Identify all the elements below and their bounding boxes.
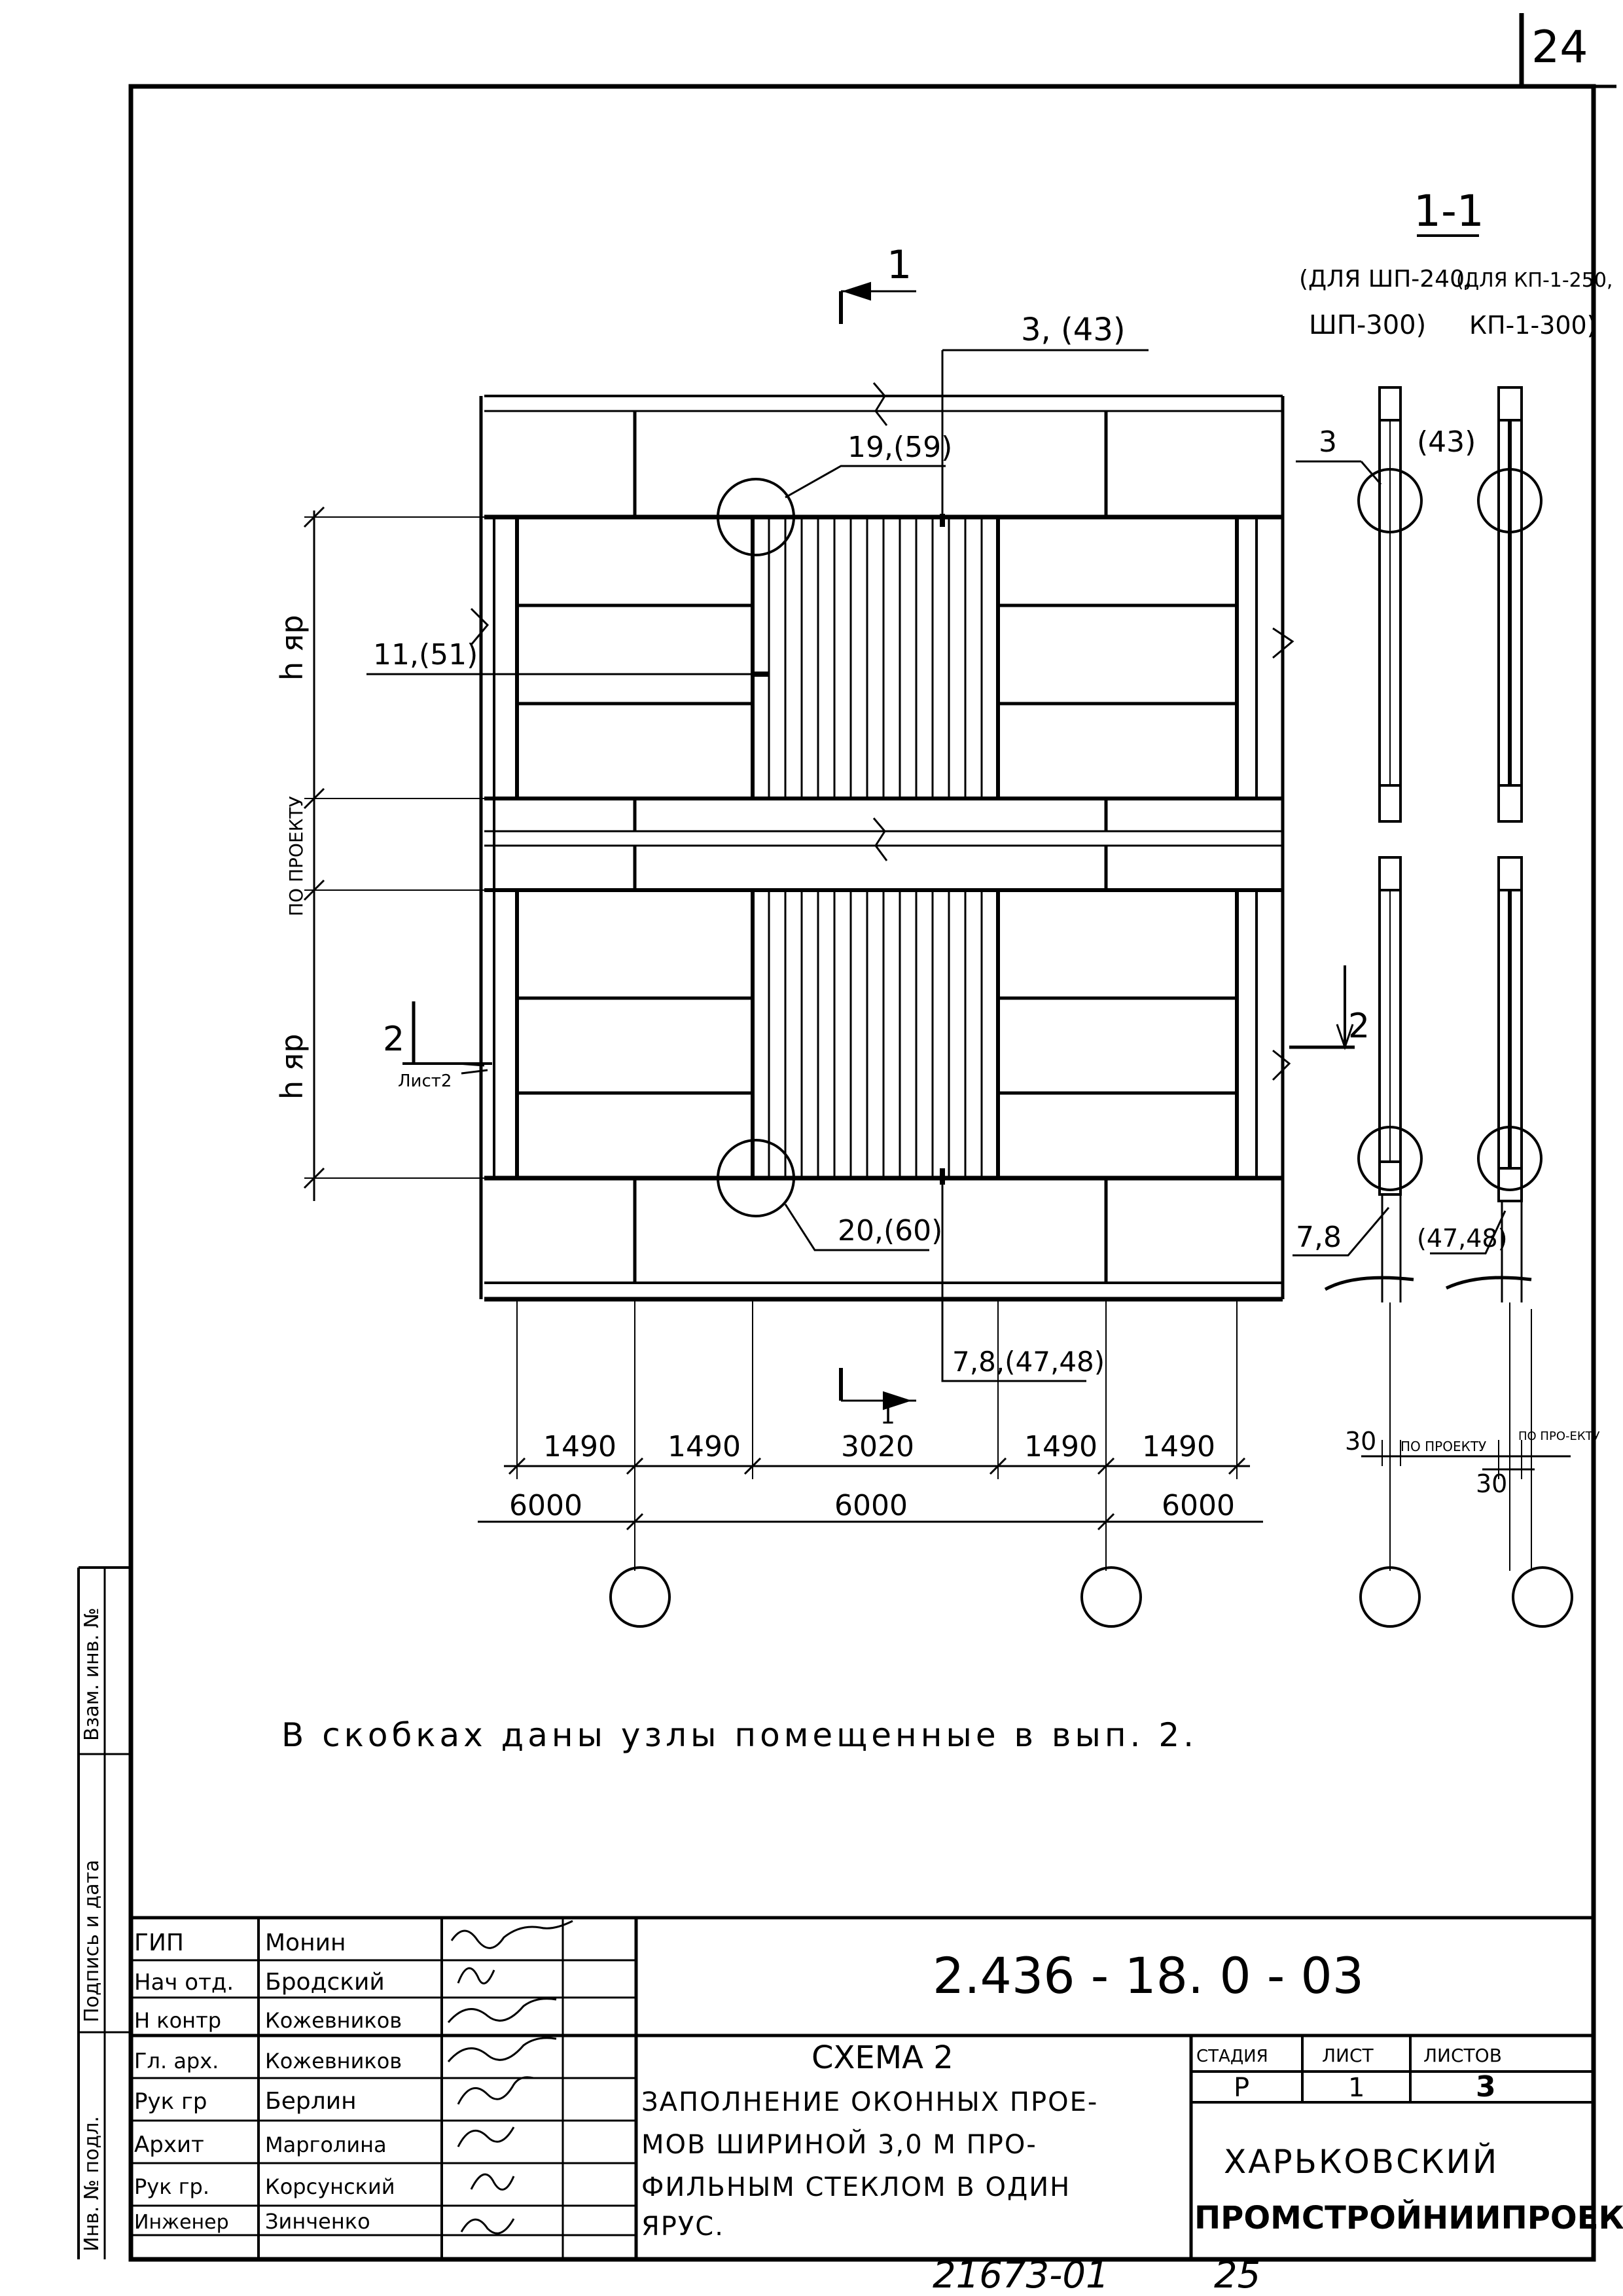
listov-value: 3 xyxy=(1476,2070,1496,2104)
section-dim-30-top: 30 xyxy=(1345,1427,1376,1456)
side-stamp-inv: Инв. № подл. xyxy=(80,2116,103,2251)
stadia-label: СТАДИЯ xyxy=(1196,2047,1268,2066)
section-mark-left: 2 xyxy=(383,1020,404,1059)
name-1: Бродский xyxy=(265,1969,385,1996)
section-dim-po-proektu-1: ПО ПРОЕКТУ xyxy=(1400,1439,1486,1454)
signatures xyxy=(447,1920,573,2234)
section-left-note-2: ШП-300) xyxy=(1309,310,1426,340)
dim-1490-b: 1490 xyxy=(668,1430,741,1463)
section-right-note: (ДЛЯ КП-1-250, xyxy=(1456,269,1613,292)
side-stamp xyxy=(77,1566,131,2259)
callout-top: 3, (43) xyxy=(1021,312,1126,348)
name-6: Корсунский xyxy=(265,2174,395,2199)
stadia-value: Р xyxy=(1234,2073,1249,2103)
dim-6000-c: 6000 xyxy=(1162,1489,1235,1522)
name-4: Берлин xyxy=(265,2088,357,2115)
callout-left: 11,(51) xyxy=(373,638,478,672)
role-5: Архит xyxy=(134,2132,204,2158)
note: В скобках даны узлы помещенные в вып. 2. xyxy=(281,1716,1198,1754)
callout-bottom: 7,8,(47,48) xyxy=(952,1346,1105,1378)
h-yar-bottom: h яр xyxy=(274,1033,310,1100)
description-line-3: ФИЛЬНЫМ СТЕКЛОМ В ОДИН xyxy=(641,2172,1071,2202)
name-5: Марголина xyxy=(265,2132,387,2157)
section-left-note: (ДЛЯ ШП-240, xyxy=(1299,266,1472,293)
role-7: Инженер xyxy=(134,2211,229,2234)
dim-1490-c: 1490 xyxy=(1024,1430,1097,1463)
section-bottom-right-callout: (47,48) xyxy=(1417,1224,1507,1253)
role-0: ГИП xyxy=(134,1929,184,1956)
section-mark-right: 2 xyxy=(1348,1007,1370,1046)
section-right-callout: (43) xyxy=(1417,425,1476,459)
side-stamp-vzam: Взам. инв. № xyxy=(80,1607,103,1741)
section-1-1 xyxy=(1293,234,1573,1628)
po-proektu: ПО ПРОЕКТУ xyxy=(285,796,307,916)
dim-3020: 3020 xyxy=(841,1430,914,1463)
description-line-1: ЗАПОЛНЕНИЕ ОКОННЫХ ПРОЕ- xyxy=(641,2087,1098,2117)
name-7: Зинченко xyxy=(265,2209,370,2234)
list-label: ЛИСТ xyxy=(1322,2045,1374,2066)
section-title: 1-1 xyxy=(1414,186,1484,236)
role-2: Н контр xyxy=(134,2008,221,2033)
document-code: 2.436 - 18. 0 - 03 xyxy=(933,1946,1364,2005)
dim-6000-b: 6000 xyxy=(834,1489,908,1522)
callout-node-top: 19,(59) xyxy=(847,431,952,464)
footer-inventory: 21673-01 xyxy=(933,2254,1109,2296)
scheme-title: СХЕМА 2 xyxy=(812,2039,954,2076)
dim-1490-a: 1490 xyxy=(543,1430,616,1463)
elevation xyxy=(303,281,1355,1628)
name-3: Кожевников xyxy=(265,2049,402,2073)
section-bottom-left-callout: 7,8 xyxy=(1296,1221,1342,1254)
role-3: Гл. арх. xyxy=(134,2049,219,2073)
section-dim-30-bottom: 30 xyxy=(1476,1469,1507,1498)
org-line-2: ПРОМСТРОЙНИИПРОЕКТ xyxy=(1194,2199,1623,2236)
name-2: Кожевников xyxy=(265,2008,402,2033)
list-value: 1 xyxy=(1348,2073,1364,2103)
sheet-frame xyxy=(128,84,1596,2262)
description-line-4: ЯРУС. xyxy=(641,2212,724,2242)
role-1: Нач отд. xyxy=(134,1969,234,1996)
h-yar-top: h яр xyxy=(274,615,310,681)
name-0: Монин xyxy=(265,1929,346,1956)
callout-node-bottom: 20,(60) xyxy=(838,1214,942,1247)
section-dim-po-proektu-2: ПО ПРО-ЕКТУ xyxy=(1518,1429,1600,1443)
cut-mark-bottom: 1 xyxy=(880,1403,895,1429)
role-6: Рук гр. xyxy=(134,2174,209,2199)
dim-6000-a: 6000 xyxy=(509,1489,582,1522)
description-line-2: МОВ ШИРИНОЙ 3,0 М ПРО- xyxy=(641,2128,1037,2160)
side-stamp-podpis: Подпись и дата xyxy=(80,1860,103,2023)
section-left-callout: 3 xyxy=(1319,425,1337,459)
org-line-1: ХАРЬКОВСКИЙ xyxy=(1224,2142,1499,2181)
footer-page: 25 xyxy=(1214,2254,1260,2296)
section-mark-left-sheet: Лист2 xyxy=(398,1071,452,1091)
title-block xyxy=(131,1916,1594,2259)
section-right-note-2: КП-1-300) xyxy=(1469,311,1597,340)
role-4: Рук гр xyxy=(134,2089,207,2115)
cut-mark-top: 1 xyxy=(887,242,912,288)
listov-label: ЛИСТОВ xyxy=(1423,2045,1502,2066)
page-number: 24 xyxy=(1531,22,1588,73)
dim-1490-d: 1490 xyxy=(1142,1430,1215,1463)
